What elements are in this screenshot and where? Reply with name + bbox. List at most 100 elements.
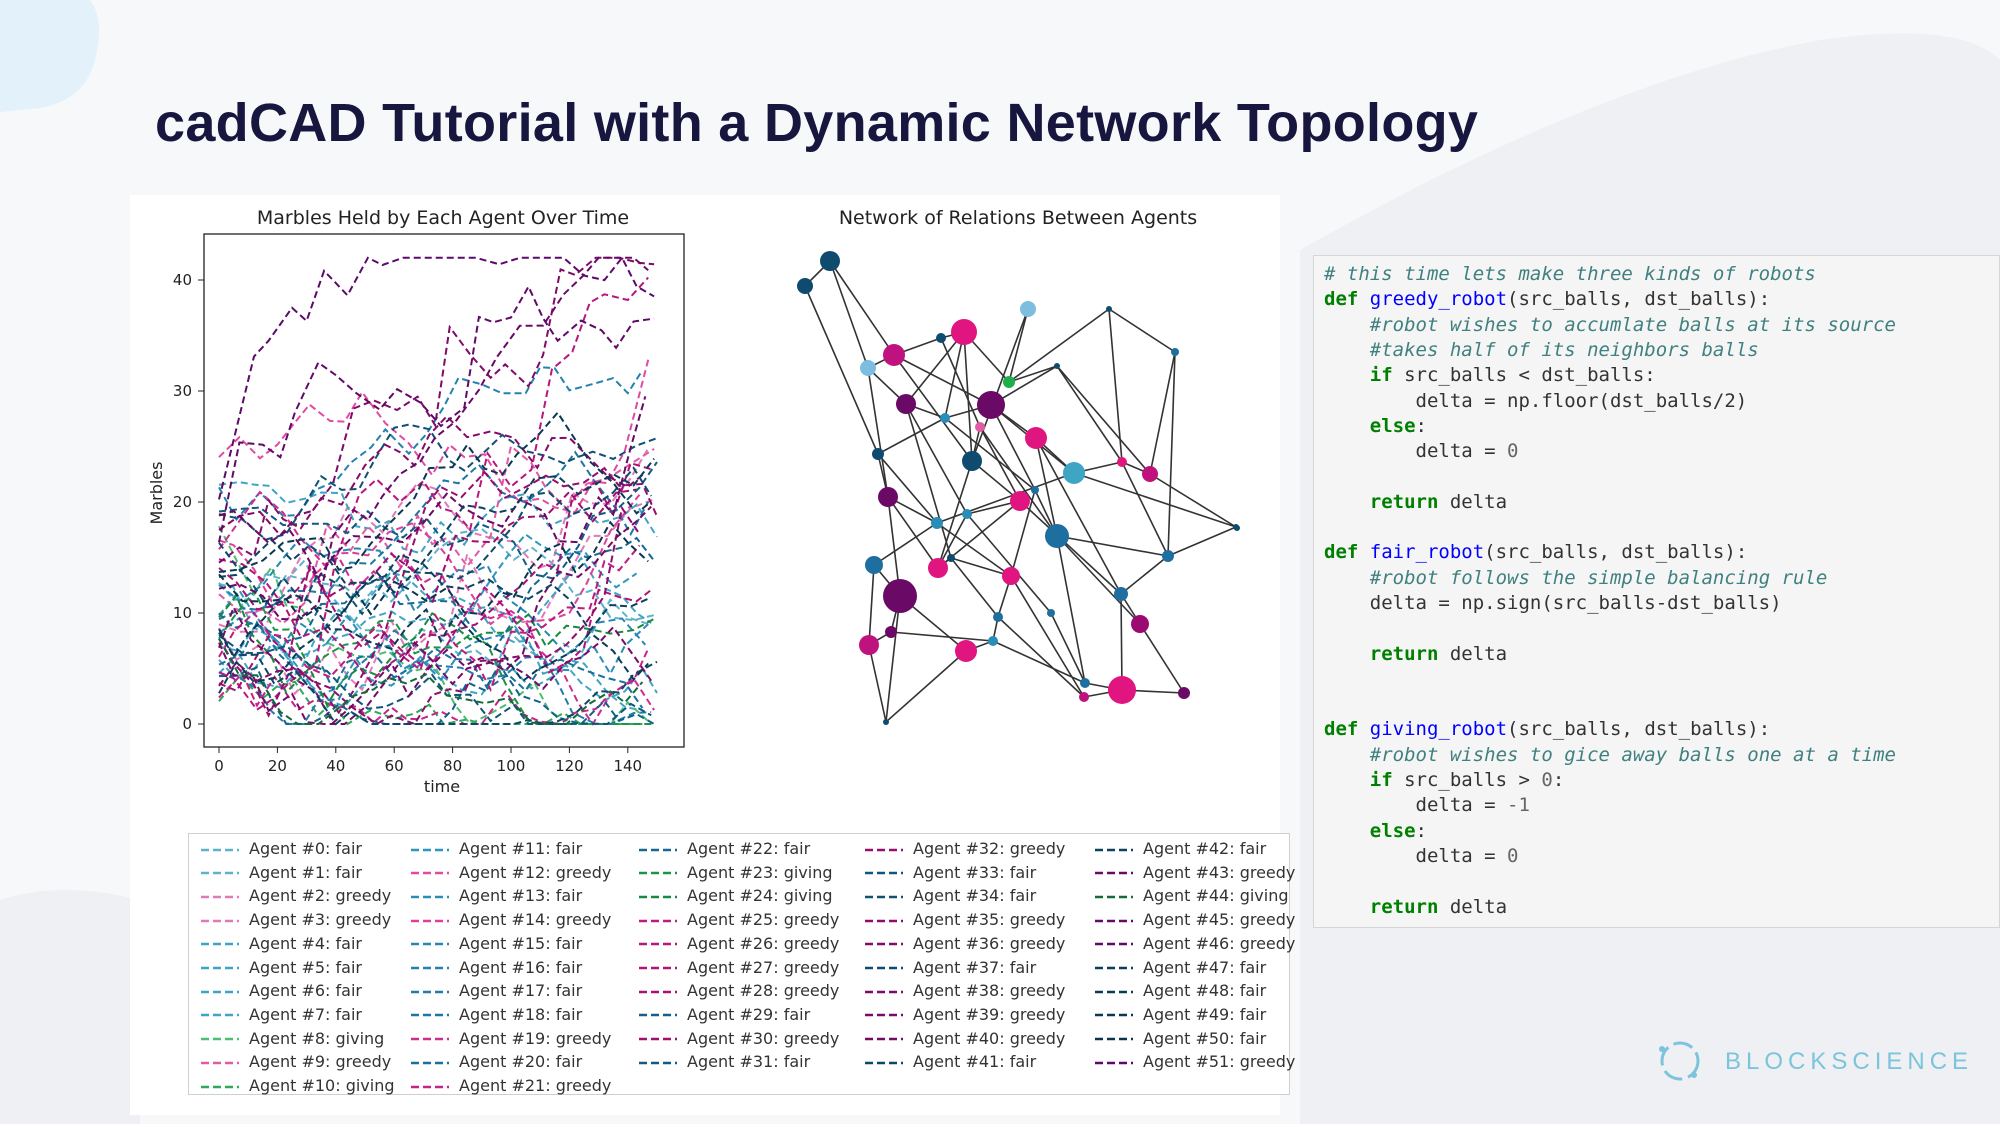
legend-item: Agent #17: fair (411, 980, 582, 1002)
legend-swatch-icon (411, 1085, 449, 1088)
legend-label: Agent #31: fair (687, 1052, 811, 1072)
network-edge (1073, 472, 1237, 528)
legend-label: Agent #25: greedy (687, 910, 840, 930)
agent-line (218, 629, 652, 725)
network-edge (1167, 526, 1237, 557)
agent-line (218, 538, 652, 633)
x-tick-label: 80 (443, 757, 462, 775)
network-node (859, 635, 879, 655)
legend-item: Agent #13: fair (411, 885, 582, 907)
network-node (860, 360, 876, 376)
x-tick-label: 140 (613, 757, 642, 775)
legend-item: Agent #9: greedy (201, 1051, 391, 1073)
network-edge (877, 453, 938, 524)
legend-item: Agent #16: fair (411, 957, 582, 979)
network-node (883, 344, 905, 366)
agent-line (218, 447, 650, 633)
legend-swatch-icon (865, 871, 903, 875)
network-edge (887, 496, 939, 569)
network-node (1178, 687, 1190, 699)
legend-swatch-icon (1095, 1037, 1133, 1041)
code-line: def giving_robot(src_balls, dst_balls): (1324, 718, 1771, 741)
legend-label: Agent #11: fair (459, 839, 583, 858)
legend-label: Agent #21: greedy (459, 1076, 612, 1095)
code-line: if src_balls > 0: (1369, 769, 1565, 791)
agent-line (218, 505, 652, 725)
legend-item: Agent #30: greedy (639, 1028, 839, 1050)
legend-swatch-icon (411, 966, 449, 970)
network-node (1131, 615, 1149, 633)
agent-line (218, 593, 655, 707)
legend-swatch-icon (201, 1085, 239, 1088)
legend-item: Agent #45: greedy (1095, 909, 1295, 931)
legend-item: Agent #21: greedy (411, 1075, 611, 1097)
network-edge (885, 650, 967, 723)
network-edge (1149, 351, 1176, 475)
network-edge (963, 331, 973, 462)
network-edge (868, 644, 887, 723)
network-edge (936, 472, 1075, 524)
legend-swatch-icon (639, 919, 677, 922)
legend-label: Agent #30: greedy (687, 1028, 840, 1048)
legend-label: Agent #10: giving (249, 1076, 395, 1095)
code-line: delta = np.floor(dst_balls/2) (1324, 389, 1748, 412)
legend-swatch-icon (201, 871, 239, 875)
network-node (1114, 587, 1128, 601)
legend-item: Agent #29: fair (639, 1004, 810, 1026)
legend-label: Agent #1: fair (249, 862, 362, 882)
agent-line (218, 450, 650, 621)
legend-item: Agent #6: fair (201, 980, 362, 1002)
network-title: Network of Relations Between Agents (839, 207, 1197, 229)
legend-label: Agent #24: giving (687, 886, 833, 906)
network-node (993, 612, 1003, 622)
left-chart-title: Marbles Held by Each Agent Over Time (257, 207, 629, 229)
legend-item: Agent #24: giving (639, 885, 833, 907)
legend-swatch-icon (201, 1037, 239, 1041)
legend-swatch-icon (411, 943, 449, 946)
network-edge (966, 513, 1052, 614)
code-line: else: (1369, 414, 1427, 437)
network-edge (905, 331, 965, 405)
legend-item: Agent #4: fair (201, 933, 362, 955)
network-node (947, 554, 955, 562)
legend-item: Agent #51: greedy (1095, 1051, 1295, 1073)
network-node (936, 333, 946, 343)
legend-swatch-icon (201, 1014, 239, 1017)
code-line: #robot wishes to accumlate balls at its … (1369, 313, 1896, 336)
network-edge (1167, 351, 1176, 557)
y-tick-label: 0 (182, 715, 192, 733)
code-line: #robot follows the simple balancing rule (1369, 566, 1828, 589)
legend-item: Agent #34: fair (865, 885, 1036, 907)
agent-line (218, 255, 655, 500)
legend-label: Agent #4: fair (249, 933, 362, 953)
legend-label: Agent #44: giving (1143, 886, 1289, 906)
network-edge (940, 337, 981, 428)
x-tick-label: 0 (214, 757, 224, 775)
legend-swatch-icon (411, 871, 449, 875)
network-edge (1056, 535, 1141, 625)
code-line: #takes half of its neighbors balls (1369, 338, 1759, 361)
agent-lines (218, 255, 658, 726)
network-edge (905, 403, 952, 559)
network-edge (997, 616, 1085, 698)
legend-swatch-icon (1095, 919, 1133, 922)
network-node (1234, 525, 1240, 531)
legend-swatch-icon (1095, 1061, 1133, 1065)
network-edge (971, 460, 1021, 502)
network-node (878, 487, 898, 507)
legend-item: Agent #37: fair (865, 957, 1036, 979)
network-edge (950, 557, 999, 618)
agent-line (218, 444, 655, 625)
legend-label: Agent #42: fair (1143, 839, 1267, 858)
x-tick-label: 20 (268, 757, 287, 775)
legend-label: Agent #32: greedy (913, 839, 1066, 858)
network-node (931, 517, 943, 529)
agent-line (218, 544, 641, 693)
legend-swatch-icon (411, 1037, 449, 1041)
legend-swatch-icon (1095, 966, 1133, 970)
legend-item: Agent #11: fair (411, 838, 582, 860)
legend-label: Agent #22: fair (687, 839, 811, 858)
legend-swatch-icon (1095, 943, 1133, 946)
network-edge (1056, 365, 1123, 463)
